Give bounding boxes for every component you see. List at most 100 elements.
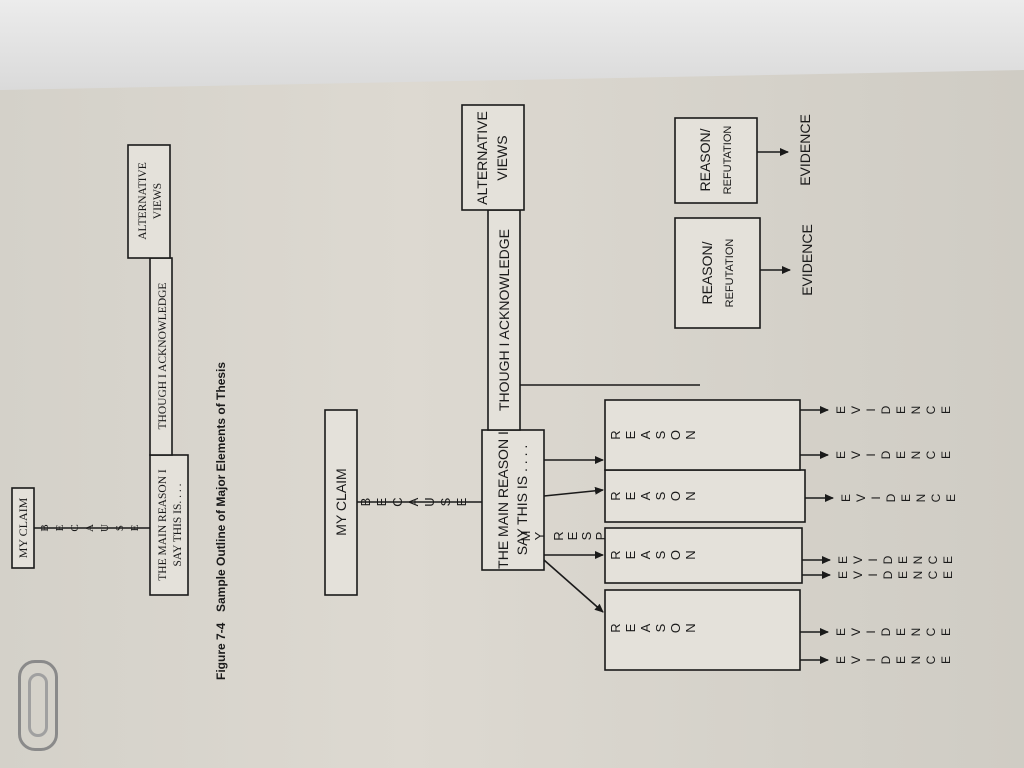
evidence-2-letter: V bbox=[849, 628, 863, 636]
reason-3-label-letter: E bbox=[623, 491, 638, 500]
reason-3-label-letter: R bbox=[608, 491, 623, 500]
reason-box-4 bbox=[604, 399, 801, 471]
evidence-3-letter: N bbox=[911, 571, 925, 580]
evidence-6-letter: E bbox=[939, 451, 953, 459]
evidence-6-letter: N bbox=[909, 451, 923, 460]
reason-1-label-letter: E bbox=[623, 623, 638, 632]
evidence-1-letter: V bbox=[849, 656, 863, 664]
evidence-7-letter: E bbox=[939, 406, 953, 414]
evidence-5-letter: E bbox=[839, 494, 853, 502]
evidence-1-letter: N bbox=[909, 656, 923, 665]
responses-my-letter: Y bbox=[532, 531, 547, 540]
evidence-1-letter: C bbox=[924, 655, 938, 664]
reason-4-label-letter: S bbox=[653, 430, 668, 439]
responses-word-letter: R bbox=[551, 531, 566, 540]
reason-4-label-letter: O bbox=[668, 430, 683, 440]
evidence-6-letter: C bbox=[924, 450, 938, 459]
evidence-4-letter: E bbox=[836, 556, 850, 564]
large-because-letter: E bbox=[374, 497, 389, 506]
reason-refutation-box-1 bbox=[674, 217, 761, 329]
evidence-7-letter: I bbox=[864, 408, 878, 411]
reason-2-label-letter: E bbox=[623, 550, 638, 559]
evidence-2-letter: E bbox=[939, 628, 953, 636]
evidence-2-letter: D bbox=[879, 627, 893, 636]
reason-3-label-letter: N bbox=[683, 491, 698, 500]
evidence-7-letter: D bbox=[879, 405, 893, 414]
small-because-letter: E bbox=[129, 524, 141, 531]
reason-3-label-letter: O bbox=[668, 491, 683, 501]
evidence-4-letter: I bbox=[866, 558, 880, 561]
reason-1-label-letter: R bbox=[608, 623, 623, 632]
evidence-1-letter: E bbox=[834, 656, 848, 664]
large-though-box bbox=[487, 209, 521, 431]
large-main-reason-line1: THE MAIN REASON I bbox=[495, 431, 511, 569]
evidence-7-letter: E bbox=[834, 406, 848, 414]
reason-refutation-box-2 bbox=[674, 117, 758, 204]
responses-my-letter: M bbox=[518, 531, 533, 542]
reason-refutation-2-b: REFUTATION bbox=[722, 126, 734, 195]
large-claim-box bbox=[324, 409, 358, 596]
small-because-letter: C bbox=[69, 524, 81, 531]
large-because-letter: A bbox=[406, 497, 421, 506]
small-main-reason-line1: THE MAIN REASON I bbox=[157, 469, 169, 581]
reason-2-label-letter: S bbox=[653, 550, 668, 559]
evidence-4-letter: N bbox=[911, 556, 925, 565]
large-though-label: THOUGH I ACKNOWLEDGE bbox=[496, 229, 512, 411]
reason-box-1 bbox=[604, 589, 801, 671]
responses-word-letter: E bbox=[565, 531, 580, 540]
refutation-evidence-2: EVIDENCE bbox=[797, 114, 813, 186]
small-alternative-views-box bbox=[127, 144, 171, 259]
evidence-3-letter: E bbox=[896, 571, 910, 579]
evidence-3-letter: C bbox=[926, 570, 940, 579]
evidence-2-letter: C bbox=[924, 627, 938, 636]
evidence-4-letter: V bbox=[851, 556, 865, 564]
figure-caption: Figure 7-4 bbox=[214, 622, 228, 680]
reason-3-label-letter: S bbox=[653, 491, 668, 500]
paperclip-icon bbox=[18, 660, 58, 751]
responses-word-letter: S bbox=[579, 531, 594, 540]
evidence-6-letter: D bbox=[879, 450, 893, 459]
evidence-1-letter: E bbox=[894, 656, 908, 664]
evidence-1-letter: E bbox=[939, 656, 953, 664]
reason-2-label-letter: A bbox=[638, 550, 653, 559]
reason-4-label-letter: N bbox=[683, 430, 698, 439]
large-because-letter: B bbox=[358, 498, 373, 507]
evidence-5-letter: V bbox=[854, 494, 868, 502]
evidence-1-letter: D bbox=[879, 655, 893, 664]
reason-2-label-letter: R bbox=[608, 550, 623, 559]
evidence-3-letter: I bbox=[866, 573, 880, 576]
reason-refutation-2-a: REASON/ bbox=[697, 128, 713, 191]
evidence-7-letter: V bbox=[849, 406, 863, 414]
reason-1-label-letter: S bbox=[653, 623, 668, 632]
evidence-4-letter: E bbox=[896, 556, 910, 564]
evidence-6-letter: V bbox=[849, 451, 863, 459]
evidence-7-letter: N bbox=[909, 406, 923, 415]
evidence-5-letter: C bbox=[929, 493, 943, 502]
small-because-letter: U bbox=[99, 524, 111, 532]
reason-1-label-letter: O bbox=[668, 623, 683, 633]
small-because-letter: B bbox=[39, 524, 51, 531]
reason-1-label-letter: N bbox=[683, 623, 698, 632]
small-because-letter: A bbox=[84, 524, 96, 532]
evidence-4-letter: E bbox=[941, 556, 955, 564]
large-alt-line1: ALTERNATIVE bbox=[474, 111, 490, 205]
reason-2-label-letter: O bbox=[668, 550, 683, 560]
evidence-2-letter: E bbox=[894, 628, 908, 636]
large-main-reason-box bbox=[481, 429, 545, 571]
large-alt-line2: VIEWS bbox=[494, 135, 510, 180]
evidence-2-letter: I bbox=[864, 630, 878, 633]
large-main-reason-line2: SAY THIS IS . . . . bbox=[514, 445, 530, 555]
small-alt-line1: ALTERNATIVE bbox=[137, 162, 149, 240]
evidence-1-letter: I bbox=[864, 658, 878, 661]
